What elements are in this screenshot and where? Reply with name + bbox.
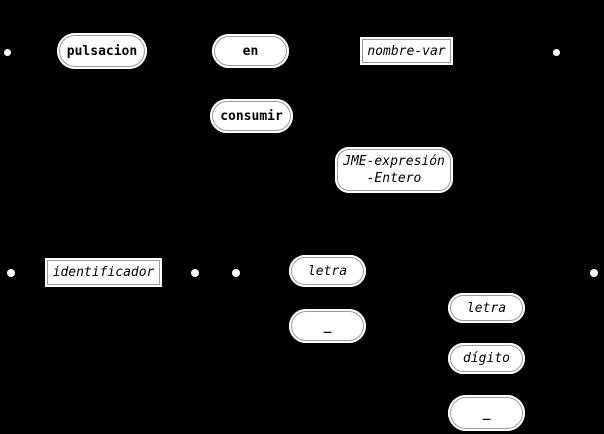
node-pulsacion: pulsacion <box>57 33 147 69</box>
node-consumir: consumir <box>210 99 293 133</box>
node-label: pulsacion <box>66 43 138 59</box>
node-letra-1: letra <box>289 255 366 287</box>
node-label: letra <box>307 263 348 279</box>
node-underscore-2: _ <box>448 395 525 431</box>
node-label: _ <box>323 318 332 334</box>
node-label: en <box>242 43 259 59</box>
junction-dot <box>191 269 199 277</box>
node-underscore-1: _ <box>289 309 366 343</box>
node-letra-2: letra <box>448 293 525 323</box>
node-label: identificador <box>52 265 155 280</box>
node-digito: dígito <box>448 343 525 374</box>
node-nombre-var: nombre-var <box>360 37 453 65</box>
node-label: consumir <box>220 108 283 124</box>
exit-dot-row1 <box>552 48 560 56</box>
entry-dot-row2 <box>7 269 15 277</box>
exit-dot-row2 <box>590 269 598 277</box>
node-jme-expresion-entero: JME-expresión -Entero <box>335 147 453 193</box>
node-identificador: identificador <box>45 258 162 287</box>
node-label: _ <box>482 405 491 421</box>
node-label: dígito <box>463 351 510 366</box>
node-label: nombre-var <box>367 43 446 59</box>
node-label: JME-expresión <box>343 154 445 169</box>
junction-dot <box>232 269 240 277</box>
node-label: -Entero <box>366 171 422 186</box>
node-label: letra <box>466 300 507 316</box>
entry-dot-row1 <box>3 48 11 56</box>
node-en: en <box>212 34 289 68</box>
